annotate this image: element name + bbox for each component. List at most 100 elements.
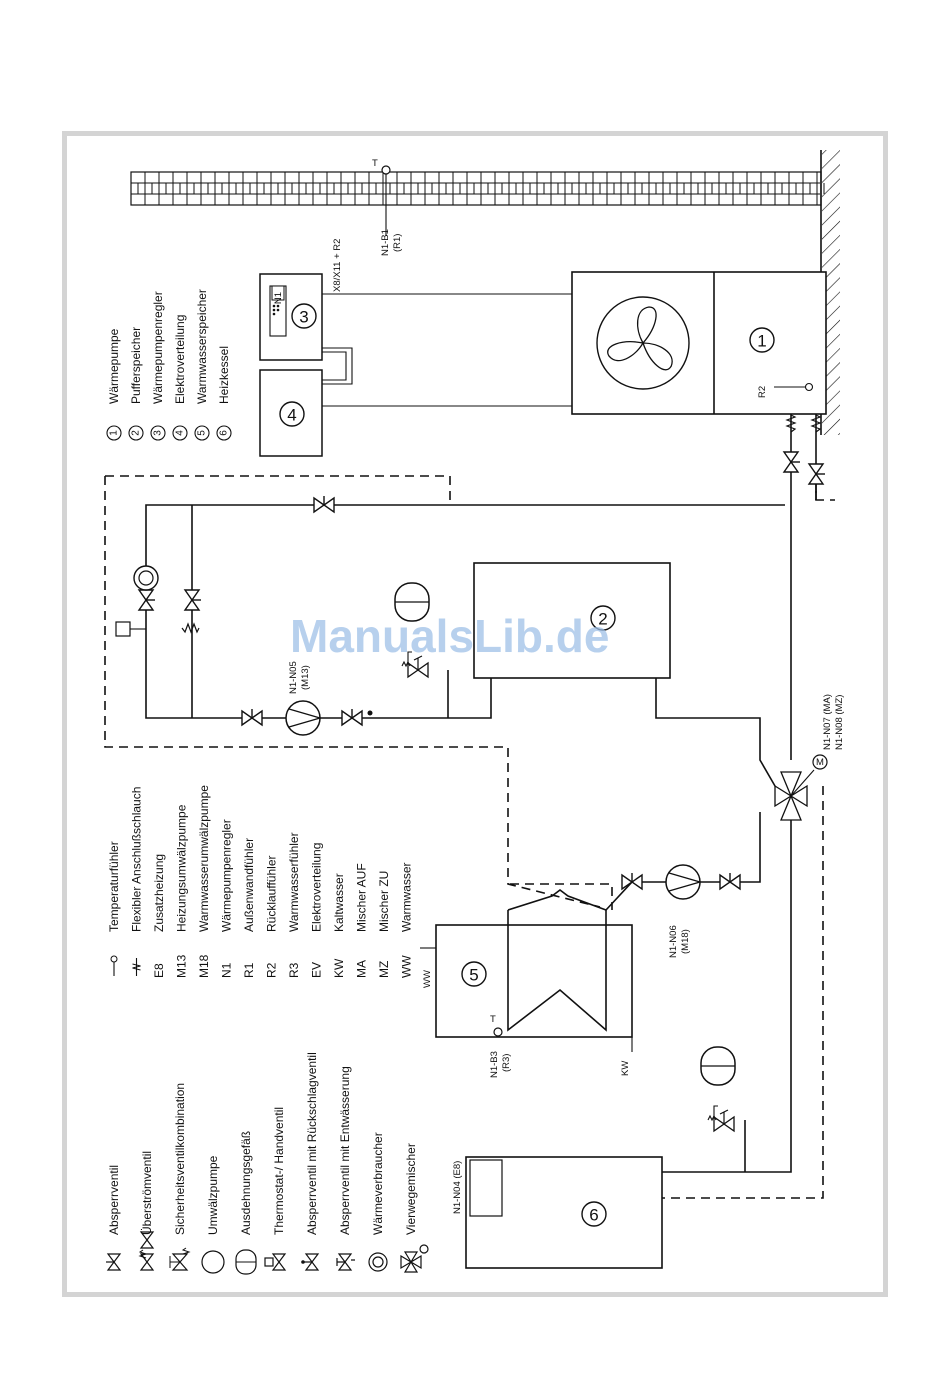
legend-number: 1 <box>109 430 120 436</box>
legend-abbrev-code: M13 <box>175 954 189 978</box>
n1-b1-label: N1-B1 <box>380 229 391 256</box>
outdoor-sensor-t-label: T <box>372 158 378 169</box>
heat-pump: 1 R2 <box>571 271 827 415</box>
legend-symbol-text: Thermostat-/ Handventil <box>272 1107 286 1235</box>
legend-number-circle <box>216 425 232 441</box>
temperature-sensor-icon <box>110 955 118 976</box>
legend-number-text: Pufferspeicher <box>129 327 143 404</box>
fan-icon <box>607 306 673 371</box>
legend-number: 6 <box>219 430 230 436</box>
circulation-pump-icon <box>201 1250 225 1274</box>
n1-b3-r3-label: (R3) <box>501 1054 512 1072</box>
legend-number-circle <box>128 425 144 441</box>
legend-symbol-text: Überströmventil <box>140 1151 154 1235</box>
heat-pump-connections <box>783 414 826 500</box>
piping <box>104 475 835 1199</box>
boiler: 6 N1-N04 (E8) <box>452 1156 663 1269</box>
legend-number: 2 <box>131 430 142 436</box>
component-5-number: 5 <box>469 966 478 985</box>
n1-n06-m18-label: (M18) <box>680 929 691 954</box>
heat-consumer <box>133 565 159 591</box>
legend-abbrev-text: Temperaturfühler <box>107 841 121 932</box>
legend-number-text: Wärmepumpe <box>107 328 121 404</box>
buffer-tank: 2 <box>473 562 671 679</box>
legend-symbol-text: Sicherheitsventilkombination <box>173 1083 187 1235</box>
expansion-vessel-icon <box>235 1249 257 1275</box>
flexible-hose-icon <box>132 958 141 976</box>
legend-abbrev-text: Elektroverteilung <box>310 843 324 932</box>
n1-n08-label: N1-N08 (MZ) <box>834 695 845 750</box>
legend-number: 4 <box>175 430 186 436</box>
legend-abbrev-text: Wärmepumpenregler <box>220 819 234 932</box>
tank-t-label: T <box>490 1014 496 1025</box>
legend-symbol-text: Absperrventil <box>107 1165 121 1235</box>
legend-symbol-text: Ausdehnungsgefäß <box>239 1131 253 1235</box>
legend-number-text: Heizkessel <box>217 346 231 404</box>
legend-abbrev-code: EV <box>310 962 324 978</box>
legend-number-text: Warmwasserspeicher <box>195 289 209 404</box>
legend-abbrev-text: Flexibler Anschlußschlauch <box>130 787 144 932</box>
outdoor-sensor: T N1-B1 (R1) X8/X11 + R2 <box>332 158 403 292</box>
four-way-mixer: M N1-N07 (MA) N1-N08 (MZ) <box>774 694 845 821</box>
mixer-motor-label: M <box>816 757 824 768</box>
legend-abbrev-code: M18 <box>197 954 211 978</box>
n1-b3-label: N1-B3 <box>489 1051 500 1078</box>
heat-consumer-icon <box>368 1252 388 1272</box>
legend-symbol-text: Wärmeverbraucher <box>371 1132 385 1235</box>
hot-water-tank: 5 WW KW T N1-B3 (R3) <box>420 889 633 1078</box>
watermark: ManualsLib.de <box>290 610 609 662</box>
electrical-distribution: 4 <box>259 369 323 457</box>
shutoff-check-valve-icon <box>301 1253 320 1271</box>
n1-b1-r1-label: (R1) <box>392 234 403 252</box>
legend-abbrev-text: Heizungsumwälzpumpe <box>175 804 189 932</box>
legend-number-text: Elektroverteilung <box>173 315 187 404</box>
x8-x11-r2-label: X8/X11 + R2 <box>332 239 343 292</box>
n1-box-label: N1 <box>273 292 284 304</box>
legend-number-circle <box>172 425 188 441</box>
legend-abbrev-text: Mischer AUF <box>355 863 369 932</box>
legend-symbols: Absperrventil Überströmventil Sicherheitsv… <box>106 1052 429 1275</box>
legend-abbrev-code: N1 <box>220 962 234 978</box>
legend-abbrev-text: Kaltwasser <box>332 873 346 932</box>
legend-number-circle <box>150 425 166 441</box>
legend-symbol-text: Absperrventil mit Rückschlagventil <box>305 1052 319 1235</box>
component-3-number: 3 <box>299 308 308 327</box>
legend-number-circle <box>194 425 210 441</box>
n1-n05-m13-label: (M13) <box>300 665 311 690</box>
legend-number-circle <box>106 425 122 441</box>
legend-abbrev-text: Warmwasserumwälzpumpe <box>197 785 211 932</box>
legend-abbrev-code: R1 <box>242 962 256 978</box>
component-6-number: 6 <box>589 1206 598 1225</box>
n1-n04-label: N1-N04 (E8) <box>452 1161 463 1214</box>
legend-abbrev-text: Warmwasserfühler <box>287 832 301 932</box>
legend-abbrev-text: Warmwasser <box>400 862 414 932</box>
legend-numbered: 1 Wärmepumpe 2 Pufferspeicher 3 Wärmepumpenre… <box>106 289 232 441</box>
legend-abbrev-code: R2 <box>265 962 279 978</box>
legend-abbrev-code: WW <box>400 955 414 978</box>
shutoff-drain-valve-icon <box>336 1253 355 1271</box>
n1-n07-label: N1-N07 (MA) <box>822 694 833 750</box>
legend-abbrev-text: Rücklauffühler <box>265 856 279 933</box>
legend-abbrev-code: MZ <box>377 961 391 978</box>
legend-abbrev-code: KW <box>332 958 346 978</box>
legend-abbrev-code: R3 <box>287 962 301 978</box>
legend-symbol-text: Absperrventil mit Entwässerung <box>338 1066 352 1235</box>
safety-valve-combination-icon <box>169 1247 191 1271</box>
r2-label: R2 <box>757 386 768 398</box>
heat-pump-controller: N1 3 <box>259 273 323 361</box>
component-4-number: 4 <box>287 406 296 425</box>
outer-wall <box>130 150 840 435</box>
overflow-valve-icon <box>138 1231 155 1271</box>
legend-number: 5 <box>197 430 208 436</box>
n1-n06-label: N1-N06 <box>668 925 679 958</box>
n1-n05-label: N1-N05 <box>288 661 299 694</box>
kw-label: KW <box>620 1061 631 1076</box>
legend-number: 3 <box>153 430 164 436</box>
legend-abbrev-text: Mischer ZU <box>377 871 391 932</box>
component-1-number: 1 <box>757 332 766 351</box>
shutoff-valve-icon <box>106 1253 122 1271</box>
legend-abbreviations: Temperaturfühler Flexibler Anschlußschlau… <box>107 785 414 978</box>
legend-number-text: Wärmepumpenregler <box>151 291 165 404</box>
four-way-mixer-icon <box>400 1244 429 1273</box>
